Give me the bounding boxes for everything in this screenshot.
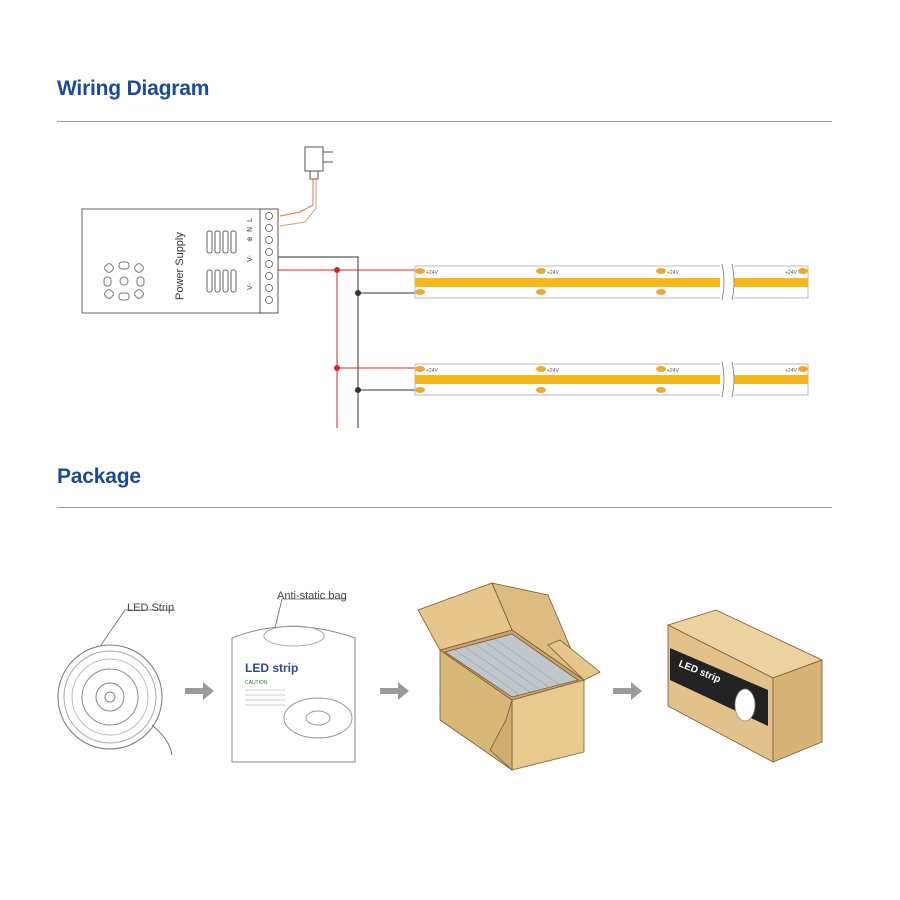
terminal-label-n: N (246, 227, 254, 232)
led-strip-label: LED Strip (127, 602, 174, 614)
power-supply-label: Power Supply (174, 232, 186, 300)
power-supply: Power Supply L N ⊕ V- V- (81, 208, 279, 314)
fan-icon (103, 261, 145, 301)
terminal-label-l: L (246, 218, 254, 222)
strip-2-voltage-label: +24V (785, 368, 797, 374)
led-strip-reel: LED Strip (57, 602, 175, 756)
terminal-label-v-minus-2: V- (246, 283, 254, 290)
strip-1-voltage-label: +24V (667, 270, 679, 276)
arrow-right-icon (185, 682, 214, 700)
strip-1-voltage-label: +24V (426, 270, 438, 276)
terminal-label-ground: ⊕ (246, 236, 254, 242)
terminal-label-v-minus-1: V- (246, 255, 254, 262)
led-strip-2: +24V +24V +24V +24V (414, 361, 809, 398)
bag-caution-text: CAUTION (245, 680, 268, 686)
arrow-right-icon (613, 682, 642, 700)
bag-label: Anti-static bag (277, 590, 347, 602)
bag-brand-text: LED strip (245, 661, 298, 675)
strip-2-voltage-label: +24V (426, 368, 438, 374)
led-strip-1: +24V +24V +24V +24V (414, 263, 809, 301)
wiring-divider (57, 121, 832, 122)
wiring-diagram-title: Wiring Diagram (57, 77, 210, 100)
anti-static-bag: Anti-static bag LED strip CAUTION (231, 590, 356, 763)
closed-shipping-box: LED strip (666, 609, 824, 763)
arrow-right-icon (380, 682, 409, 700)
package-divider (57, 507, 832, 508)
strip-2-voltage-label: +24V (667, 368, 679, 374)
strip-2-voltage-label: +24V (547, 368, 559, 374)
ac-plug-icon (304, 146, 333, 180)
package-title: Package (57, 465, 141, 488)
strip-1-voltage-label: +24V (785, 270, 797, 276)
open-shipping-box (417, 582, 601, 771)
strip-1-voltage-label: +24V (547, 270, 559, 276)
